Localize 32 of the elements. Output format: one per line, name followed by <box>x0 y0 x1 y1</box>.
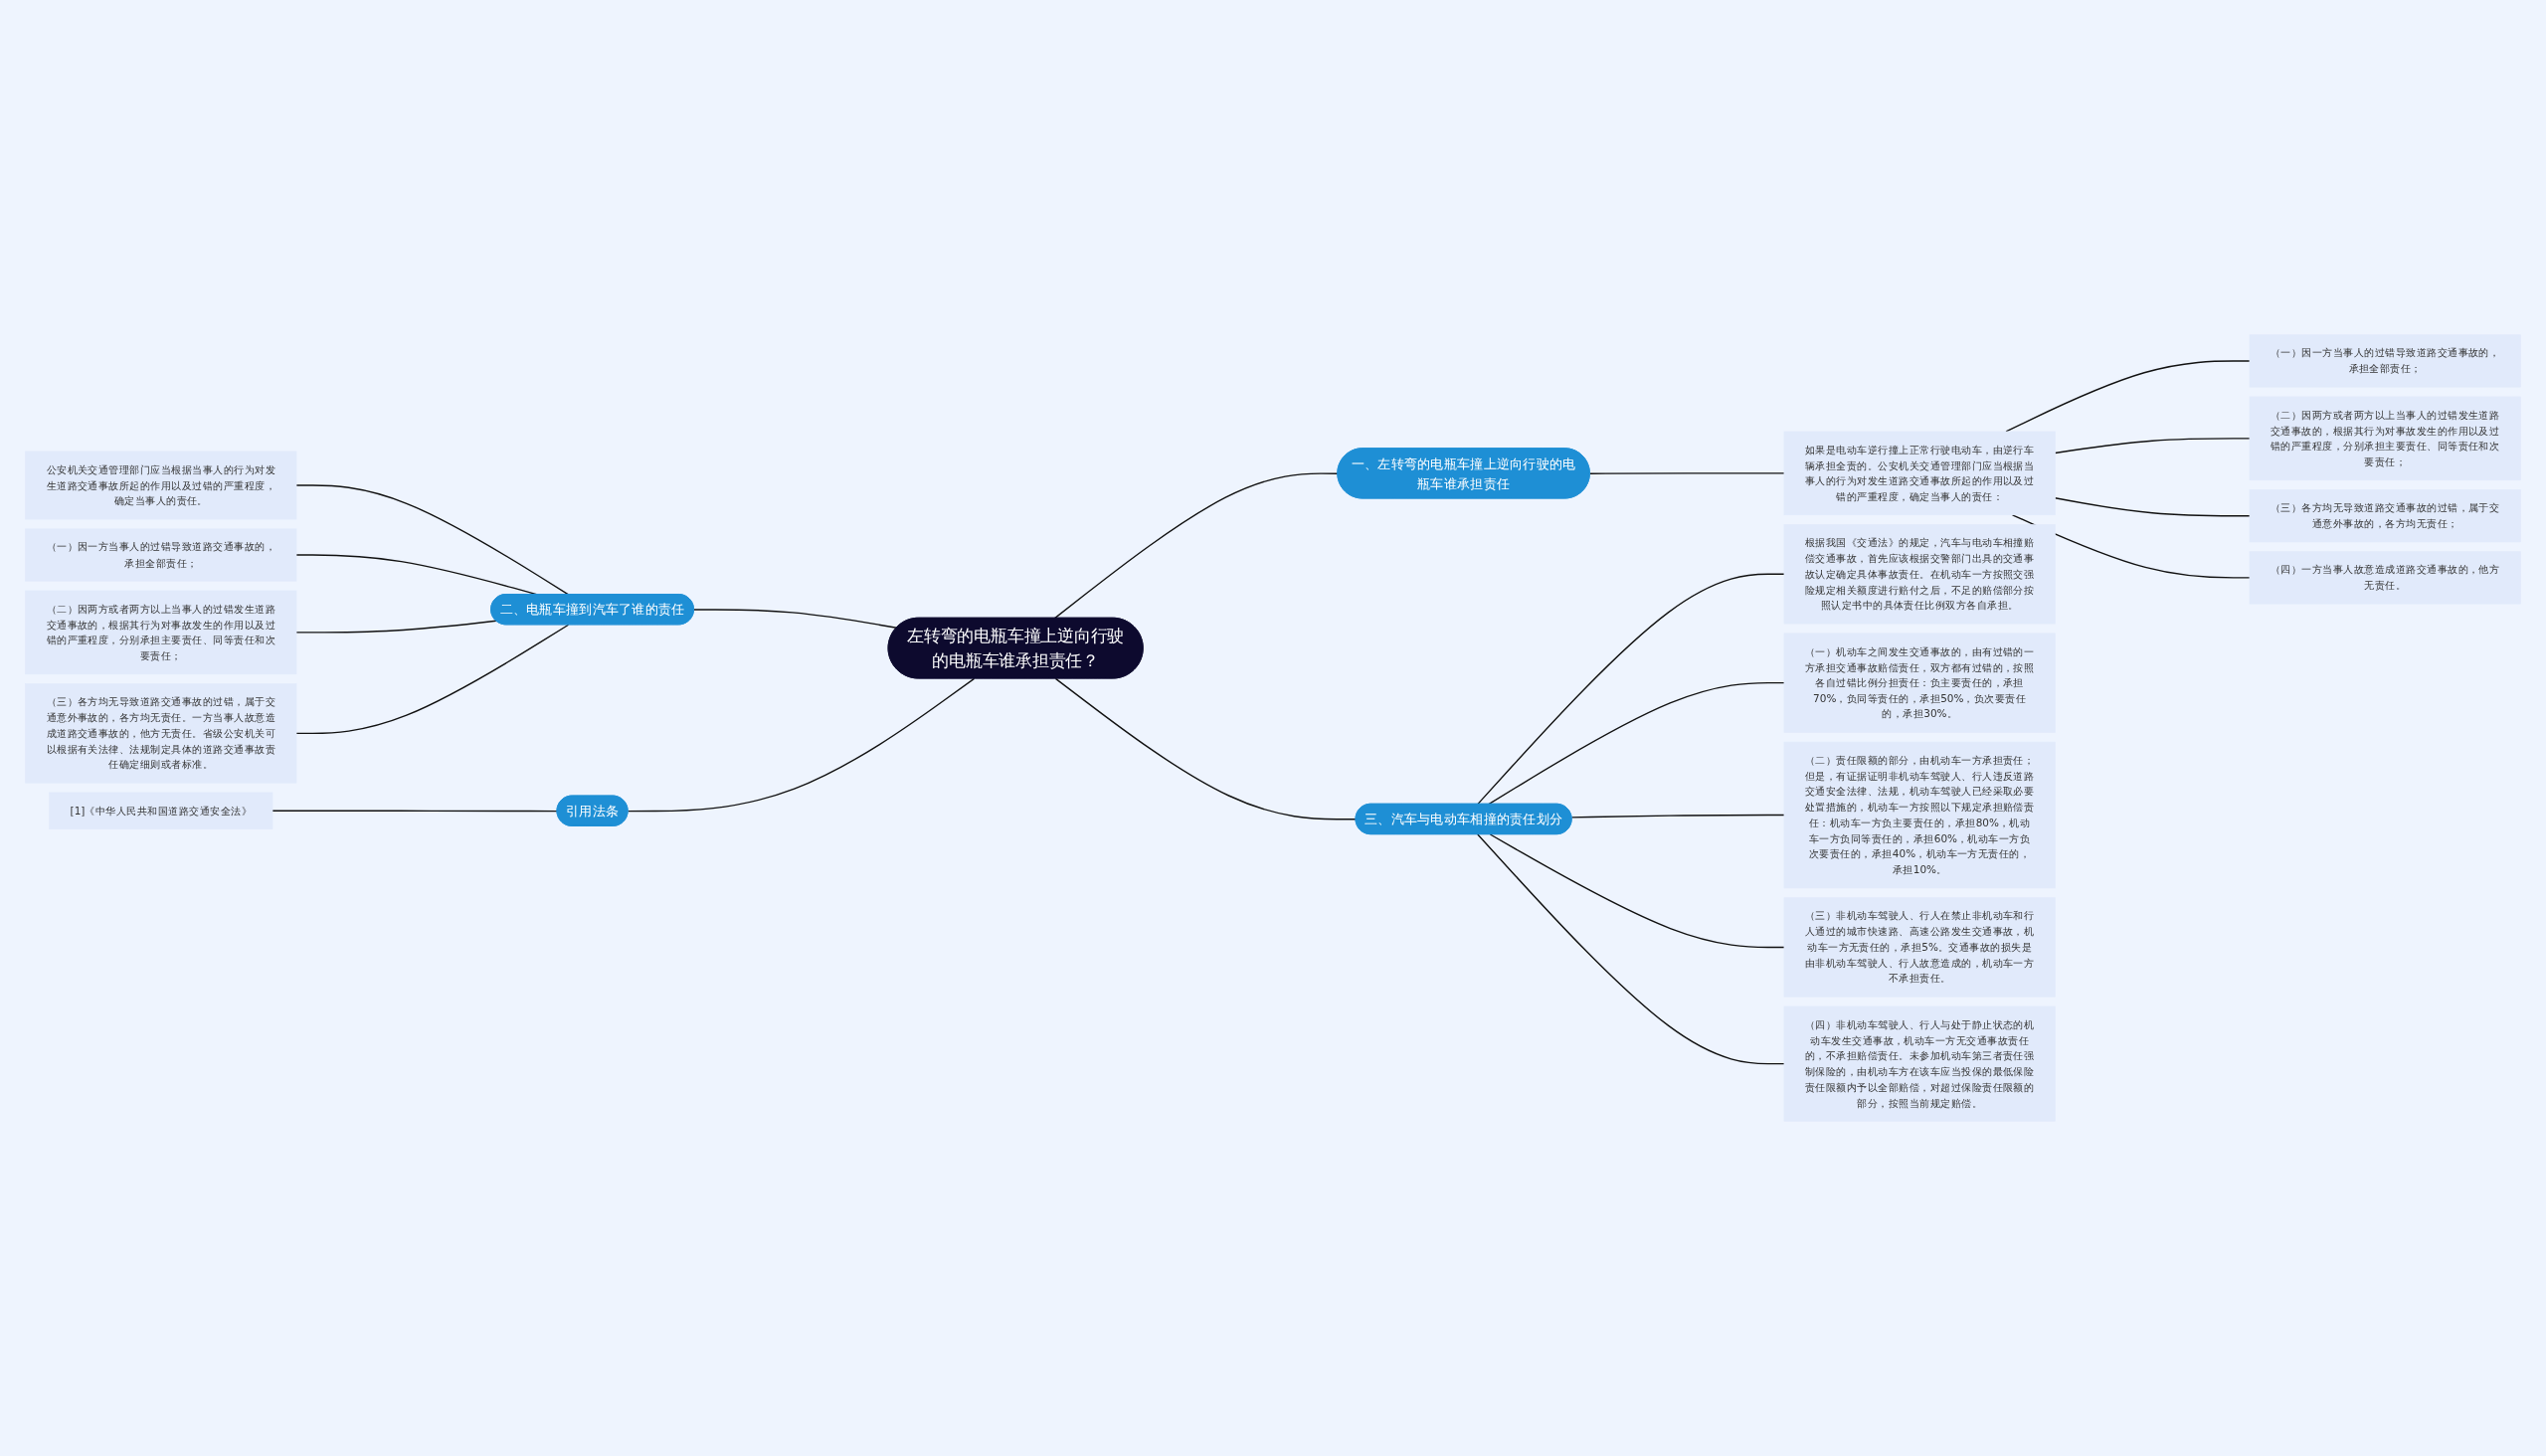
connector <box>1570 814 1785 819</box>
node-box: （二）因两方或者两方以上当事人的过错发生道路交通事故的，根据其行为对事故发生的作用以及过错的严重程度，分别承担主要责任、同等责任和次要责任； <box>2249 396 2521 481</box>
node-box: （三）各方均无导致道路交通事故的过错，属于交通意外事故的，各方均无责任； <box>2249 489 2521 543</box>
node-box: 公安机关交通管理部门应当根据当事人的行为对发生道路交通事故所起的作用以及过错的严重程度，确定当事人的责任。 <box>25 451 297 520</box>
connector <box>1488 681 1785 806</box>
node-box: （一）机动车之间发生交通事故的，由有过错的一方承担交通事故赔偿责任，双方都有过错的，按照各自过错比例分担责任：负主要责任的，承担70%，负同等责任的，承担50%，负次要责任的，承担30%。 <box>1783 633 2056 733</box>
connector <box>1053 472 1339 620</box>
connector <box>295 620 497 634</box>
node-box: （二）因两方或者两方以上当事人的过错发生道路交通事故的，根据其行为对事故发生的作用以及过错的严重程度，分别承担主要责任、同等责任和次要责任； <box>25 590 297 675</box>
connector <box>2005 360 2251 433</box>
node-box: （一）因一方当事人的过错导致道路交通事故的，承担全部责任； <box>25 528 297 582</box>
node-box: （三）非机动车驾驶人、行人在禁止非机动车和行人通过的城市快速路、高速公路发生交通事故，机动车一方无责任的，承担5%。交通事故的损失是由非机动车驾驶人、行人故意造成的，机动车一方不承担责任。 <box>1783 897 2056 998</box>
connector <box>295 624 570 735</box>
connector <box>272 810 559 813</box>
connector <box>2011 514 2251 579</box>
connector <box>1477 833 1785 1065</box>
node-box: （二）责任限额的部分，由机动车一方承担责任；但是，有证据证明非机动车驾驶人、行人违反道路交通安全法律、法规，机动车驾驶人已经采取必要处置措施的，机动车一方按照以下规定承担赔偿责任：机动车一方负主要责任的，承担80%，机动车一方负同等责任的，承担60%，机动车一方负次要责任的，承担40%，机动车一方无责任的，承担10%。 <box>1783 741 2056 889</box>
connector <box>1477 573 1785 806</box>
node-box: [1]《中华人民共和国道路交通安全法》 <box>49 792 273 829</box>
connector <box>2054 438 2251 455</box>
node-box: （四）非机动车驾驶人、行人与处于静止状态的机动车发生交通事故，机动车一方无交通事故责任的，不承担赔偿责任。未参加机动车第三者责任强制保险的，由机动车方在该车应当投保的最低保险责任限额内予以全部赔偿，对超过保险责任限额的部分，按照当前规定赔偿。 <box>1783 1005 2056 1122</box>
connector <box>1589 472 1785 474</box>
connector <box>1489 833 1785 949</box>
node-box: 根据我国《交通法》的规定，汽车与电动车相撞赔偿交通事故，首先应该根据交警部门出具的交通事故认定确定具体事故责任。在机动车一方按照交强险规定相关额度进行赔付之后，不足的赔偿部分按照认定书中的具体责任比例双方各自承担。 <box>1783 524 2056 625</box>
connector <box>627 677 976 813</box>
connector <box>2054 497 2251 517</box>
connector <box>295 484 570 596</box>
node-box: （一）因一方当事人的过错导致道路交通事故的，承担全部责任； <box>2249 334 2521 388</box>
connector <box>1054 677 1358 820</box>
node-box: （四）一方当事人故意造成道路交通事故的，他方无责任。 <box>2249 551 2521 605</box>
node-box: （三）各方均无导致道路交通事故的过错，属于交通意外事故的，各方均无责任。一方当事人故意造成道路交通事故的，他方无责任。省级公安机关可以根据有关法律、法规制定具体的道路交通事故责任确定细则或者标准。 <box>25 683 297 784</box>
node-box: 如果是电动车逆行撞上正常行驶电动车，由逆行车辆承担全责的。公安机关交通管理部门应当根据当事人的行为对发生道路交通事故所起的作用以及过错的严重程度，确定当事人的责任： <box>1783 431 2056 516</box>
